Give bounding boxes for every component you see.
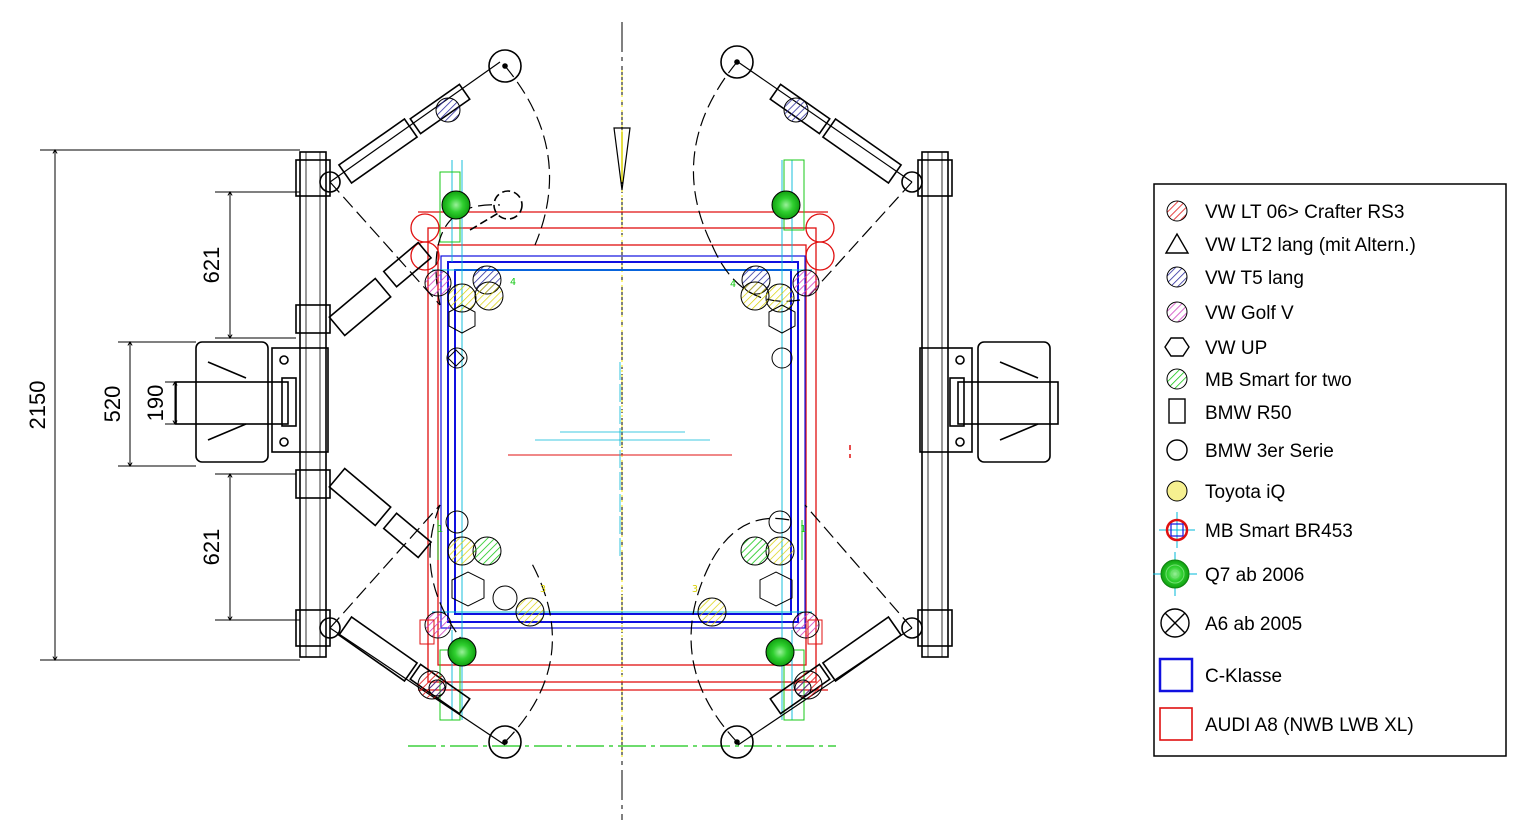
crossed-circle-icon xyxy=(1160,608,1190,638)
blue-square-icon xyxy=(1158,657,1194,693)
rectangle-icon xyxy=(1168,398,1186,424)
legend-label: BMW 3er Serie xyxy=(1205,441,1334,462)
legend-label: C-Klasse xyxy=(1205,666,1282,687)
legend-label: VW LT2 lang (mit Altern.) xyxy=(1205,235,1416,256)
dimension-column-width-label: 190 xyxy=(143,385,168,422)
legend-label: A6 ab 2005 xyxy=(1205,614,1302,635)
centre-axis xyxy=(408,22,851,820)
legend-label: MB Smart BR453 xyxy=(1205,521,1353,542)
lift-point-markers xyxy=(417,97,823,700)
dimension-lines xyxy=(40,150,300,660)
green-target-icon xyxy=(1153,552,1197,596)
vehicle-frame-c-klasse xyxy=(440,255,806,629)
dimension-lower-arm-label: 621 xyxy=(199,529,224,566)
dimension-column-spacing-label: 520 xyxy=(100,386,125,423)
circle-icon xyxy=(1166,439,1188,461)
legend-label: Q7 ab 2006 xyxy=(1205,565,1304,586)
legend: VW LT 06> Crafter RS3 VW LT2 lang (mit A… xyxy=(1153,183,1507,757)
point-number-lower-left-inner: 3 xyxy=(540,584,546,595)
legend-label: BMW R50 xyxy=(1205,403,1292,424)
yellow-circle-icon xyxy=(1166,480,1188,502)
point-number-labels: 4 4 1 1 3 3 xyxy=(437,277,806,595)
point-number-lower-right-inner: 3 xyxy=(692,584,698,595)
point-number-upper-right: 4 xyxy=(730,279,736,290)
left-post-assembly xyxy=(175,49,553,759)
red-square-icon xyxy=(1159,707,1193,741)
dimension-overall-label: 2150 xyxy=(25,381,50,430)
dimension-labels: 2150 621 621 520 190 xyxy=(25,247,224,566)
dimension-upper-arm-label: 621 xyxy=(199,247,224,284)
triangle-icon xyxy=(1164,232,1190,254)
legend-label: AUDI A8 (NWB LWB XL) xyxy=(1205,715,1414,736)
green-hatched-circle-icon xyxy=(1166,368,1188,390)
red-hatched-circle-icon xyxy=(1166,200,1188,222)
hexagon-icon xyxy=(1164,337,1190,357)
legend-label: VW T5 lang xyxy=(1205,268,1304,289)
red-square-cross-icon xyxy=(1159,512,1195,548)
legend-frame xyxy=(1153,183,1507,757)
vehicle-frame-audi-a8 xyxy=(410,211,835,691)
point-number-lower-right: 1 xyxy=(800,524,806,535)
legend-label: VW LT 06> Crafter RS3 xyxy=(1205,202,1404,223)
legend-label: VW Golf V xyxy=(1205,303,1294,324)
point-number-upper-left: 4 xyxy=(510,277,516,288)
right-post-assembly xyxy=(690,45,1059,759)
drive-direction-arrow xyxy=(613,127,631,191)
pink-hatched-circle-icon xyxy=(1166,301,1188,323)
legend-label: Toyota iQ xyxy=(1205,482,1285,503)
legend-label: VW UP xyxy=(1205,338,1267,359)
legend-label: MB Smart for two xyxy=(1205,370,1352,391)
point-number-lower-left: 1 xyxy=(437,524,443,535)
blue-hatched-circle-icon xyxy=(1166,266,1188,288)
